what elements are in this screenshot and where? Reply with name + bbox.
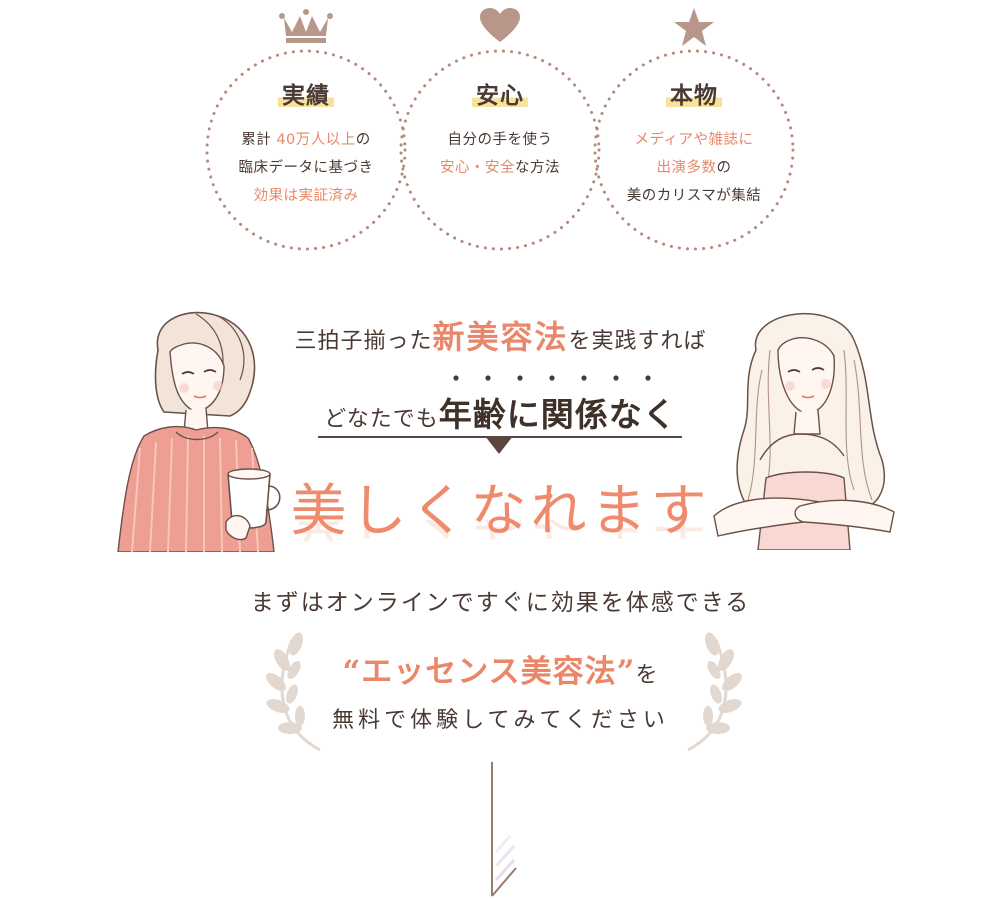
heart-icon (480, 8, 520, 42)
star-icon (674, 8, 714, 46)
badge-results: 実績 累計 40万人以上の 臨床データに基づき 効果は実証済み (204, 9, 408, 252)
badge-authentic: 本物 メディアや雑誌に 出演多数の 美のカリスマが集結 (592, 8, 796, 252)
lead-line-2: どなたでも年齢に関係なく (324, 395, 677, 434)
badge-results-line-1: 累計 40万人以上の (241, 132, 371, 148)
woman-long-hair-illustration (713, 312, 895, 550)
down-triangle-icon (485, 436, 513, 454)
crown-icon (279, 9, 333, 43)
badge-authentic-line-1: メディアや雑誌に (634, 132, 754, 148)
online-trial-lead: まずはオンラインですぐに効果を体感できる (250, 590, 751, 616)
laurel-left-icon (266, 632, 321, 752)
free-trial-text: 無料で体験してみてください (332, 708, 669, 733)
badge-authentic-line-2: 出演多数の (656, 160, 732, 176)
badge-authentic-line-3: 美のカリスマが集結 (626, 188, 762, 204)
emphasis-dots (453, 375, 651, 381)
essence-method-title: “エッセンス美容法”を (342, 654, 659, 690)
new-beauty-method-text: 新美容法 (432, 318, 569, 356)
regardless-of-age-text: 年齢に関係なく (438, 395, 677, 434)
badge-authentic-title: 本物 (592, 76, 796, 110)
badge-safety-line-1: 自分の手を使う (447, 132, 553, 148)
badge-authentic-ring (593, 49, 795, 251)
scroll-down-arrow-icon (491, 762, 517, 897)
hero-headline-reflection: 美しくなれます (0, 520, 1001, 558)
badge-results-line-3: 効果は実証済み (253, 188, 359, 204)
laurel-right-icon (687, 632, 742, 752)
badge-safety-ring (399, 49, 601, 251)
badge-safety-line-2: 安心・安全な方法 (440, 160, 560, 176)
badge-safety: 安心 自分の手を使う 安心・安全な方法 (398, 8, 602, 252)
hero-headline: 美しくなれます (290, 479, 711, 544)
lead-line-1: 三拍子揃った新美容法を実践すれば (294, 318, 707, 356)
badge-safety-title: 安心 (398, 76, 602, 110)
badge-results-ring (205, 49, 407, 251)
woman-with-cup-illustration (117, 311, 281, 552)
badge-results-title: 実績 (204, 76, 408, 110)
badge-results-line-2: 臨床データに基づき (238, 160, 374, 176)
